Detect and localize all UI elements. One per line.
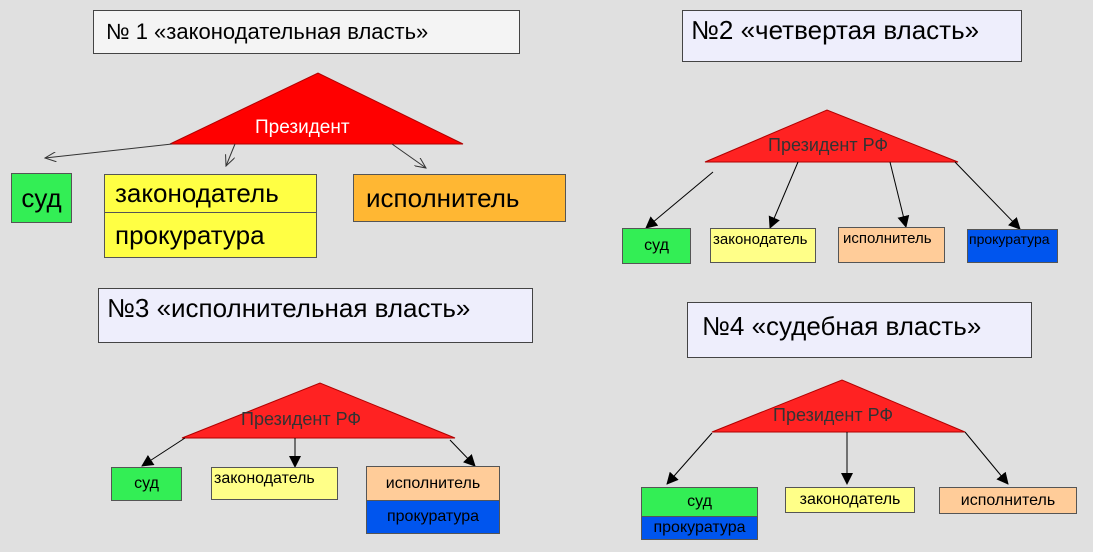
d3-node-zakonodatel: законодатель bbox=[211, 467, 338, 500]
d1-node-prokuratura: прокуратура bbox=[104, 212, 317, 258]
arrow-1-zakonodatel bbox=[226, 143, 236, 166]
arrow-4-ispolnitel bbox=[964, 431, 1009, 485]
diagram-4-title: №4 «судебная власть» bbox=[687, 302, 1032, 358]
president-label-1: Президент bbox=[255, 117, 350, 138]
diagram-1-title: № 1 «законодательная власть» bbox=[93, 10, 520, 54]
d3-node-prokuratura: прокуратура bbox=[366, 500, 500, 534]
president-triangle-2 bbox=[704, 109, 959, 163]
d3-node-sud: суд bbox=[111, 467, 182, 501]
d1-node-sud: суд bbox=[11, 173, 72, 223]
d3-node-ispolnitel: исполнитель bbox=[366, 466, 500, 501]
d1-node-zakonodatel: законодатель bbox=[104, 174, 317, 213]
d2-node-zakonodatel: законодатель bbox=[710, 228, 816, 263]
president-triangle-1 bbox=[169, 72, 464, 145]
diagram-2-title: №2 «четвертая власть» bbox=[682, 10, 1022, 62]
president-triangle-4 bbox=[711, 379, 966, 433]
arrow-2-sud bbox=[645, 171, 714, 229]
arrow-4-sud bbox=[666, 432, 713, 485]
d2-node-ispolnitel: исполнитель bbox=[838, 227, 945, 263]
d4-node-zakonodatel: законодатель bbox=[785, 487, 915, 513]
arrow-3-sud bbox=[141, 437, 186, 467]
d4-node-prokuratura: прокуратура bbox=[641, 516, 758, 540]
d4-node-ispolnitel: исполнитель bbox=[939, 487, 1077, 514]
d2-node-sud: суд bbox=[622, 228, 691, 264]
arrow-1-ispolnitel bbox=[391, 143, 426, 168]
president-triangle-3 bbox=[181, 382, 456, 439]
d1-node-ispolnitel: исполнитель bbox=[353, 174, 566, 222]
d2-node-prokuratura: прокуратура bbox=[967, 229, 1058, 263]
president-label-4: Президент РФ bbox=[773, 405, 894, 425]
d4-node-sud: суд bbox=[641, 487, 758, 517]
president-label-2: Президент РФ bbox=[768, 135, 889, 155]
president-label-3: Президент РФ bbox=[241, 409, 362, 429]
arrow-2-zakonodatel bbox=[768, 161, 799, 229]
diagram-3-title: №3 «исполнительная власть» bbox=[98, 288, 533, 343]
arrow-3-ispolnitel bbox=[449, 439, 476, 467]
arrow-2-ispolnitel bbox=[889, 161, 910, 228]
arrow-1-sud bbox=[45, 143, 173, 158]
arrow-2-prokuratura bbox=[954, 161, 1021, 230]
